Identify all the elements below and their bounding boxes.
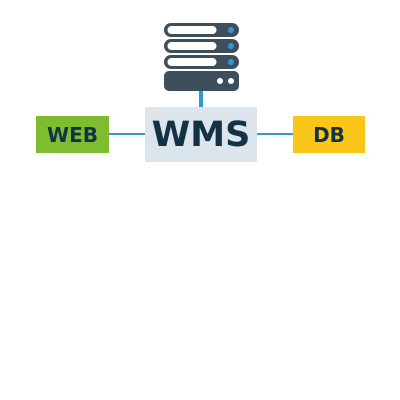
web-label: WEB xyxy=(47,123,98,147)
wms-label: WMS xyxy=(152,115,251,155)
web-node: WEB xyxy=(36,116,109,153)
server-icon xyxy=(164,23,239,91)
wms-node: WMS xyxy=(145,107,257,162)
db-label: DB xyxy=(313,123,345,147)
db-node: DB xyxy=(293,116,365,153)
